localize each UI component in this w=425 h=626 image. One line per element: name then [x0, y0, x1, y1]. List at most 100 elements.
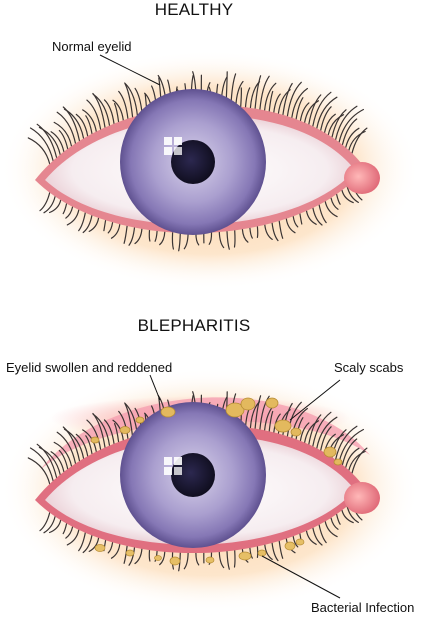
eyelash: [291, 87, 308, 119]
eyelash: [351, 127, 368, 154]
eyelash: [62, 106, 81, 142]
eyelash: [178, 232, 181, 252]
eyelash: [299, 422, 310, 442]
eyelash: [346, 505, 359, 523]
eyelash: [312, 207, 323, 226]
eyelash: [124, 82, 138, 117]
eyelash: [86, 419, 102, 450]
eyelash: [49, 199, 62, 214]
eyelash: [103, 219, 107, 232]
eyelash: [351, 447, 368, 474]
eyelash: [107, 221, 114, 234]
eyelash: [249, 547, 253, 559]
eyelash: [316, 416, 338, 449]
eyelash: [65, 526, 74, 539]
eyelash: [320, 426, 332, 451]
eyelash: [259, 75, 270, 110]
eyelash: [82, 214, 93, 234]
eyelash: [154, 230, 158, 242]
eyelash: [292, 535, 299, 548]
eyelash: [345, 447, 360, 469]
eyelash: [49, 519, 62, 534]
eyelash: [218, 231, 225, 249]
scaly-scabs-leader: [289, 379, 341, 421]
eyelash: [134, 548, 143, 565]
eyelash: [324, 200, 338, 218]
eyelash: [336, 513, 341, 525]
eyelash: [304, 420, 319, 444]
blepharitis-panel: BLEPHARITIS: [0, 316, 420, 615]
eyelash: [346, 185, 359, 203]
eyelash: [58, 129, 69, 150]
eyelash: [86, 99, 102, 130]
healthy-panel: HEALTHY Normal eyelid: [0, 0, 420, 290]
eyelash: [308, 414, 322, 445]
eyelash: [345, 127, 360, 149]
eyelash: [324, 520, 338, 538]
eyelash: [330, 197, 339, 210]
eyelash: [304, 100, 319, 124]
eyelash: [92, 413, 111, 447]
eyelash: [312, 411, 332, 447]
eyelash: [103, 419, 115, 445]
eyelash: [62, 522, 68, 535]
pupil: [171, 140, 215, 184]
eyelash: [331, 109, 347, 138]
eyelash: [75, 433, 89, 457]
eyelash: [271, 542, 279, 562]
swollen-eyelid-leader: [149, 374, 161, 401]
eyelash: [43, 195, 56, 214]
eyelash: [36, 443, 58, 479]
eyelash: [39, 192, 51, 212]
eyelash: [341, 438, 358, 466]
eyelash: [39, 512, 51, 532]
eyelash: [241, 228, 249, 243]
eyelash: [66, 209, 80, 226]
eyelash: [320, 106, 332, 131]
eyelash: [299, 213, 303, 225]
eyelash: [318, 204, 327, 224]
eyelash: [82, 534, 93, 554]
eyelash: [63, 428, 85, 460]
bacterial-infection-label: Bacterial Infection: [311, 600, 414, 615]
eyelash: [335, 425, 358, 461]
eyelash: [56, 111, 77, 145]
eyelash: [85, 115, 93, 135]
eyelash: [348, 130, 366, 151]
eyelash: [226, 550, 230, 570]
eyelash: [92, 93, 111, 127]
eyelash: [273, 93, 281, 113]
eyelash: [183, 552, 189, 570]
eyelash: [285, 218, 296, 234]
eyelash: [123, 225, 128, 244]
eyelash: [295, 97, 304, 120]
eyelash: [112, 99, 124, 121]
eyelash: [286, 401, 302, 437]
swollen-eyelid-label: Eyelid swollen and reddened: [6, 360, 172, 375]
eyelash: [58, 449, 69, 470]
scaly-scabs-label: Scaly scabs: [334, 360, 404, 375]
eyelash: [312, 91, 332, 127]
eyelash: [27, 457, 51, 485]
eyelash: [171, 231, 174, 250]
eyelash: [233, 229, 236, 248]
eyelash: [29, 447, 54, 482]
eyelash: [75, 113, 89, 137]
healthy-title: HEALTHY: [155, 0, 234, 19]
eyelash: [62, 426, 81, 462]
bacterial-crusts: [94, 538, 305, 566]
eyelash: [38, 126, 61, 156]
eyelash: [53, 441, 73, 467]
eyelash: [195, 552, 200, 566]
eyelash: [341, 118, 358, 146]
eyelash: [264, 82, 277, 111]
eyelash: [38, 446, 61, 476]
eyelash: [341, 509, 354, 524]
eyelash: [50, 131, 65, 153]
eyelash: [268, 90, 274, 112]
eyelash: [82, 109, 97, 133]
eyelash: [118, 410, 129, 440]
eyelash: [78, 532, 86, 552]
eyelash: [240, 87, 242, 108]
scaly-scabs: [90, 397, 343, 466]
